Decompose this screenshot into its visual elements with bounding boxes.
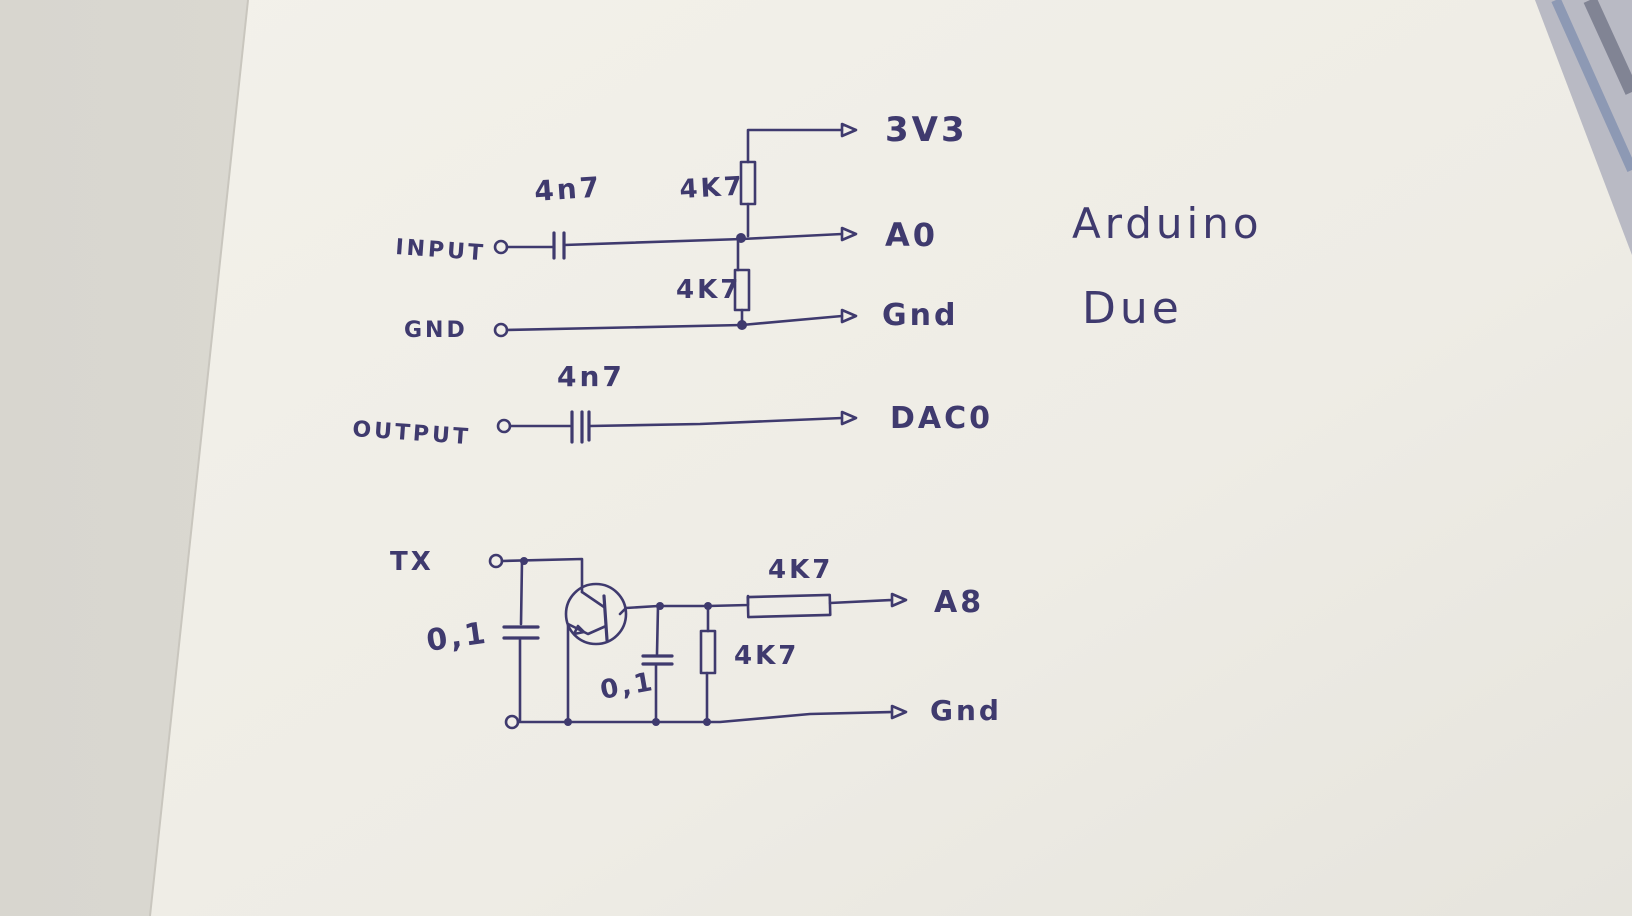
tx-circuit xyxy=(488,553,908,730)
gnd-terminal xyxy=(493,322,509,338)
arrow-gnd-icon xyxy=(840,308,858,324)
label-tx-gnd: Gnd xyxy=(930,694,1002,727)
label-due: Due xyxy=(1082,283,1183,334)
label-tx: TX xyxy=(390,547,434,577)
label-series-resistor: 4K7 xyxy=(768,555,833,585)
transistor-icon xyxy=(564,582,628,646)
arrow-tx-gnd-icon xyxy=(890,704,908,720)
label-tx-input-cap: 0,1 xyxy=(424,616,490,659)
label-output-cap: 4n7 xyxy=(557,360,625,393)
tx-input-capacitor xyxy=(502,625,540,640)
output-terminal xyxy=(496,418,512,434)
label-a8: A8 xyxy=(934,585,984,620)
labels: 3V3 4n7 4K7 INPUT A0 4K7 GND Gnd 4n7 OUT… xyxy=(352,110,1263,727)
label-a0: A0 xyxy=(885,216,938,254)
junction-a0 xyxy=(736,233,746,243)
label-arduino: Arduino xyxy=(1072,199,1263,248)
label-dac0: DAC0 xyxy=(890,401,993,436)
arrow-dac-icon xyxy=(840,410,858,426)
label-lower-resistor: 4K7 xyxy=(676,275,741,305)
arrow-a8-icon xyxy=(890,592,908,608)
arrow-a0-icon xyxy=(840,226,858,242)
junction-gnd xyxy=(737,320,747,330)
input-terminal xyxy=(493,239,509,255)
tx-gnd-terminal xyxy=(504,714,520,730)
label-shunt-resistor: 4K7 xyxy=(734,641,799,671)
tx-terminal xyxy=(488,553,504,569)
label-upper-resistor: 4K7 xyxy=(679,172,746,205)
filter-capacitor xyxy=(641,654,674,666)
label-3v3: 3V3 xyxy=(885,110,968,150)
label-gnd-pin: Gnd xyxy=(882,298,958,333)
arrow-3v3-icon xyxy=(840,122,858,138)
label-gnd: GND xyxy=(404,318,468,343)
series-resistor xyxy=(746,593,832,619)
label-input-cap: 4n7 xyxy=(533,170,603,208)
supply-wire xyxy=(746,128,844,164)
upper-circuit xyxy=(493,122,858,444)
